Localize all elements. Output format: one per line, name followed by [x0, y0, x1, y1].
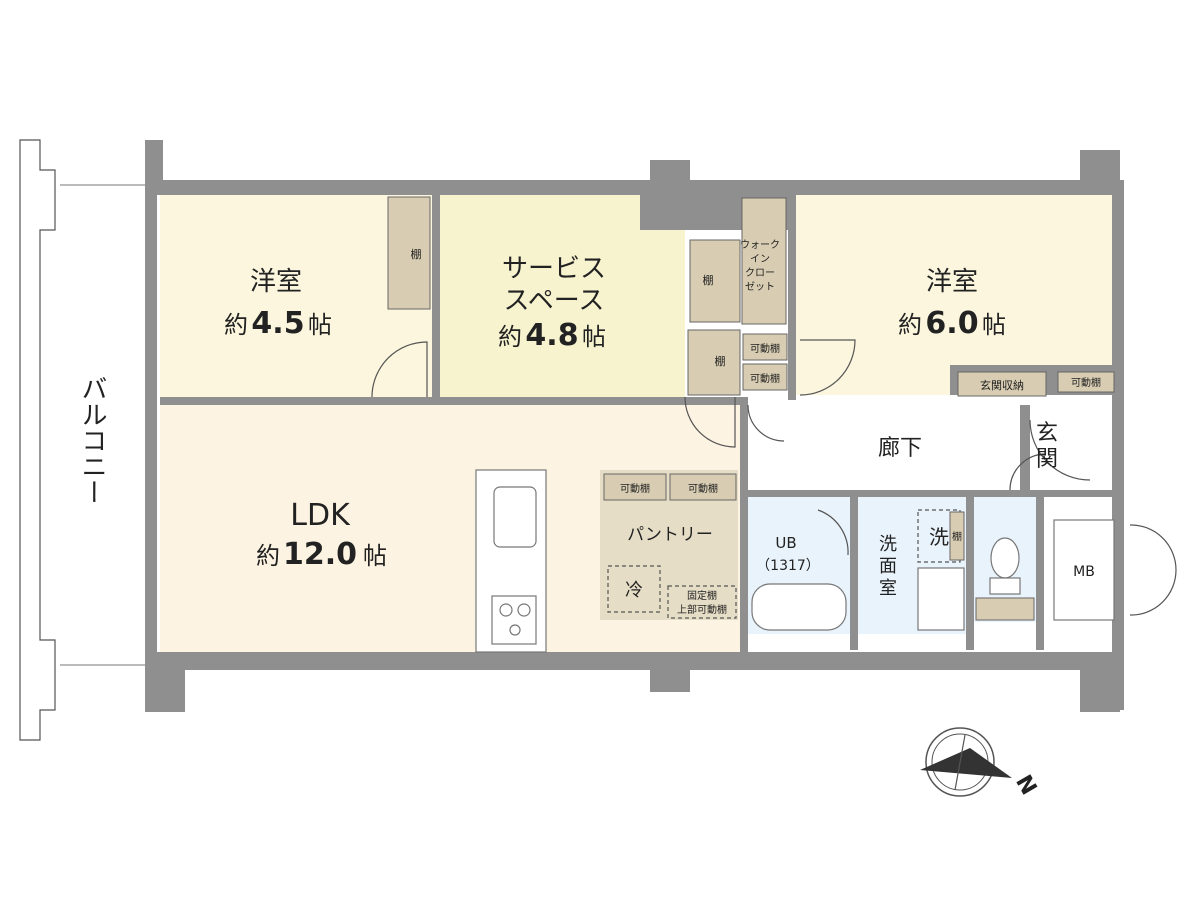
washroom-label-3: 室 — [879, 578, 897, 599]
wic-unit — [741, 197, 787, 325]
doors — [371, 339, 1177, 616]
pantry-shelf-a — [603, 473, 667, 501]
meter-box — [1053, 519, 1115, 621]
western-room-right-prefix: 約 — [898, 311, 922, 339]
toilet-icon — [990, 537, 1020, 579]
compass: N — [920, 727, 1041, 799]
kitchen-sink-icon — [493, 486, 537, 548]
service-space-area: 4.8 — [525, 318, 578, 353]
western-room-right-area: 6.0 — [925, 306, 978, 341]
wic-shelf-label: 棚 — [703, 273, 714, 287]
western-room-left-prefix: 約 — [224, 311, 248, 339]
western-room-right-name: 洋室 — [926, 267, 978, 297]
movable-shelf-1-label: 可動棚 — [750, 342, 780, 355]
entrance-storage-label: 玄関収納 — [980, 378, 1024, 392]
western-room-right-floor — [795, 195, 1115, 395]
ldk-unit: 帖 — [363, 542, 387, 570]
wic-label-4: ゼット — [745, 281, 775, 293]
washer-space — [917, 509, 961, 563]
bath-size-label: （1317） — [756, 558, 820, 574]
entrance-name-2: 関 — [1036, 447, 1058, 472]
fixed-shelf-label-1: 固定棚 — [687, 589, 717, 602]
service-shelf-unit — [687, 329, 741, 396]
wic-label-3: クロー — [745, 267, 775, 279]
service-space-prefix: 約 — [498, 323, 522, 351]
vanity-icon — [917, 567, 965, 631]
wic-label-2: イン — [750, 254, 770, 265]
burner-3-icon — [509, 624, 521, 636]
pantry-shelf-a-label: 可動棚 — [620, 482, 650, 495]
compass-north-label: N — [1010, 771, 1041, 799]
balcony-outline — [19, 139, 56, 741]
shelf-left-label: 棚 — [411, 247, 422, 261]
service-shelf-label: 棚 — [715, 354, 726, 368]
fridge-label: 冷 — [625, 580, 643, 601]
washroom-label-1: 洗 — [879, 534, 897, 555]
pantry-label: パントリー — [627, 525, 713, 545]
ldk-name: LDK — [290, 498, 351, 533]
toilet-tank-icon — [989, 577, 1021, 595]
fixed-shelf-label-2: 上部可動棚 — [677, 603, 727, 616]
entrance-shelf-label: 可動棚 — [1071, 376, 1101, 389]
balcony-label: バルコニー — [77, 375, 107, 505]
service-space-unit: 帖 — [582, 323, 606, 351]
movable-shelf-1-unit — [742, 333, 788, 361]
western-room-left-area: 4.5 — [251, 306, 304, 341]
burner-2-icon — [517, 603, 531, 617]
entrance-name-1: 玄 — [1036, 421, 1058, 446]
service-space-name-2: スペース — [504, 286, 605, 316]
western-room-left-floor — [160, 195, 432, 397]
movable-shelf-2-unit — [742, 363, 788, 391]
stove-icon — [491, 595, 537, 645]
western-room-left-name: 洋室 — [250, 267, 302, 297]
western-room-left-unit: 帖 — [308, 311, 332, 339]
entrance-shelf-unit — [1057, 371, 1115, 393]
ldk-area: 12.0 — [283, 537, 357, 572]
wic-shelf-unit — [689, 239, 741, 323]
meter-box-label: MB — [1073, 564, 1095, 580]
service-space-name-1: サービス — [502, 254, 606, 284]
washroom-shelf-label: 棚 — [952, 530, 962, 543]
wic-label-1: ウォーク — [740, 239, 780, 251]
pantry-shelf-b-label: 可動棚 — [688, 482, 718, 495]
toilet-counter — [975, 597, 1035, 621]
fixed-shelf-unit — [667, 585, 737, 619]
bathtub-icon — [751, 583, 847, 631]
hallway-floor — [745, 405, 1120, 490]
pantry-shelf-b — [669, 473, 737, 501]
shelf-left-unit — [387, 196, 431, 310]
bath-label: UB — [775, 534, 796, 552]
washroom-label-2: 面 — [879, 556, 897, 577]
hallway-name: 廊下 — [878, 436, 922, 461]
washroom-shelf-unit — [949, 511, 965, 561]
movable-shelf-2-label: 可動棚 — [750, 372, 780, 385]
burner-1-icon — [499, 603, 513, 617]
entrance-storage-unit — [957, 371, 1047, 397]
compass-needle-icon — [920, 748, 1012, 778]
western-room-right-unit: 帖 — [982, 311, 1006, 339]
washer-label: 洗 — [929, 525, 949, 549]
ldk-prefix: 約 — [256, 542, 280, 570]
